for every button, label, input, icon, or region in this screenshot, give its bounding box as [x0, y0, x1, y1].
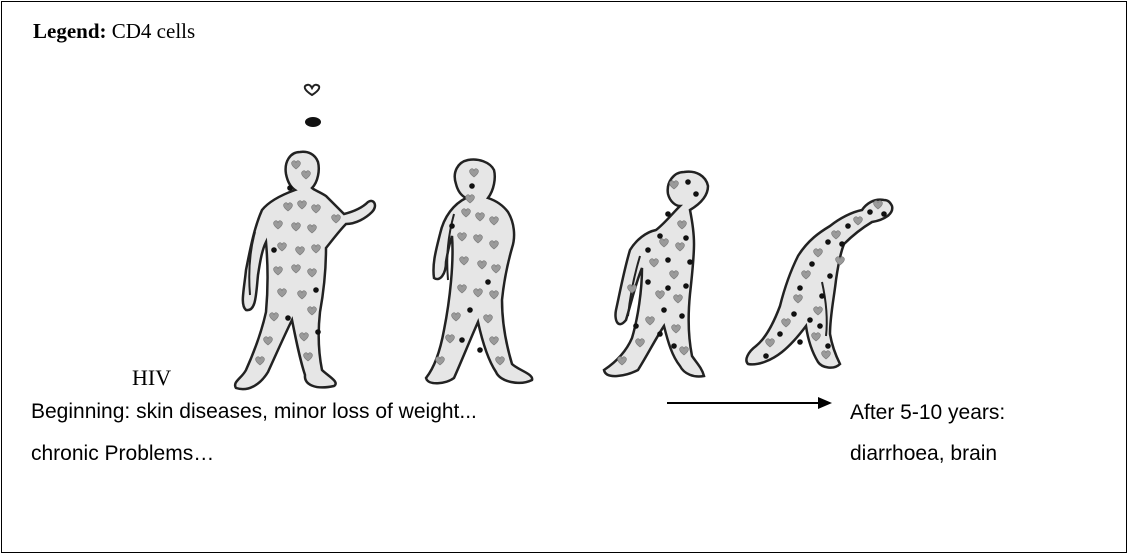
after-years-line2: diarrhoea, brain	[850, 442, 997, 466]
beginning-symptoms-line1: Beginning: skin diseases, minor loss of …	[31, 400, 477, 424]
hiv-legend-icon	[305, 117, 321, 127]
figure-3	[604, 172, 708, 377]
hiv-label: HIV	[132, 365, 171, 391]
after-years-line1: After 5-10 years:	[850, 401, 1005, 425]
cd4-cell-legend-icon	[305, 85, 320, 95]
progression-arrow	[667, 397, 832, 409]
beginning-symptoms-line2: chronic Problems…	[31, 442, 214, 466]
